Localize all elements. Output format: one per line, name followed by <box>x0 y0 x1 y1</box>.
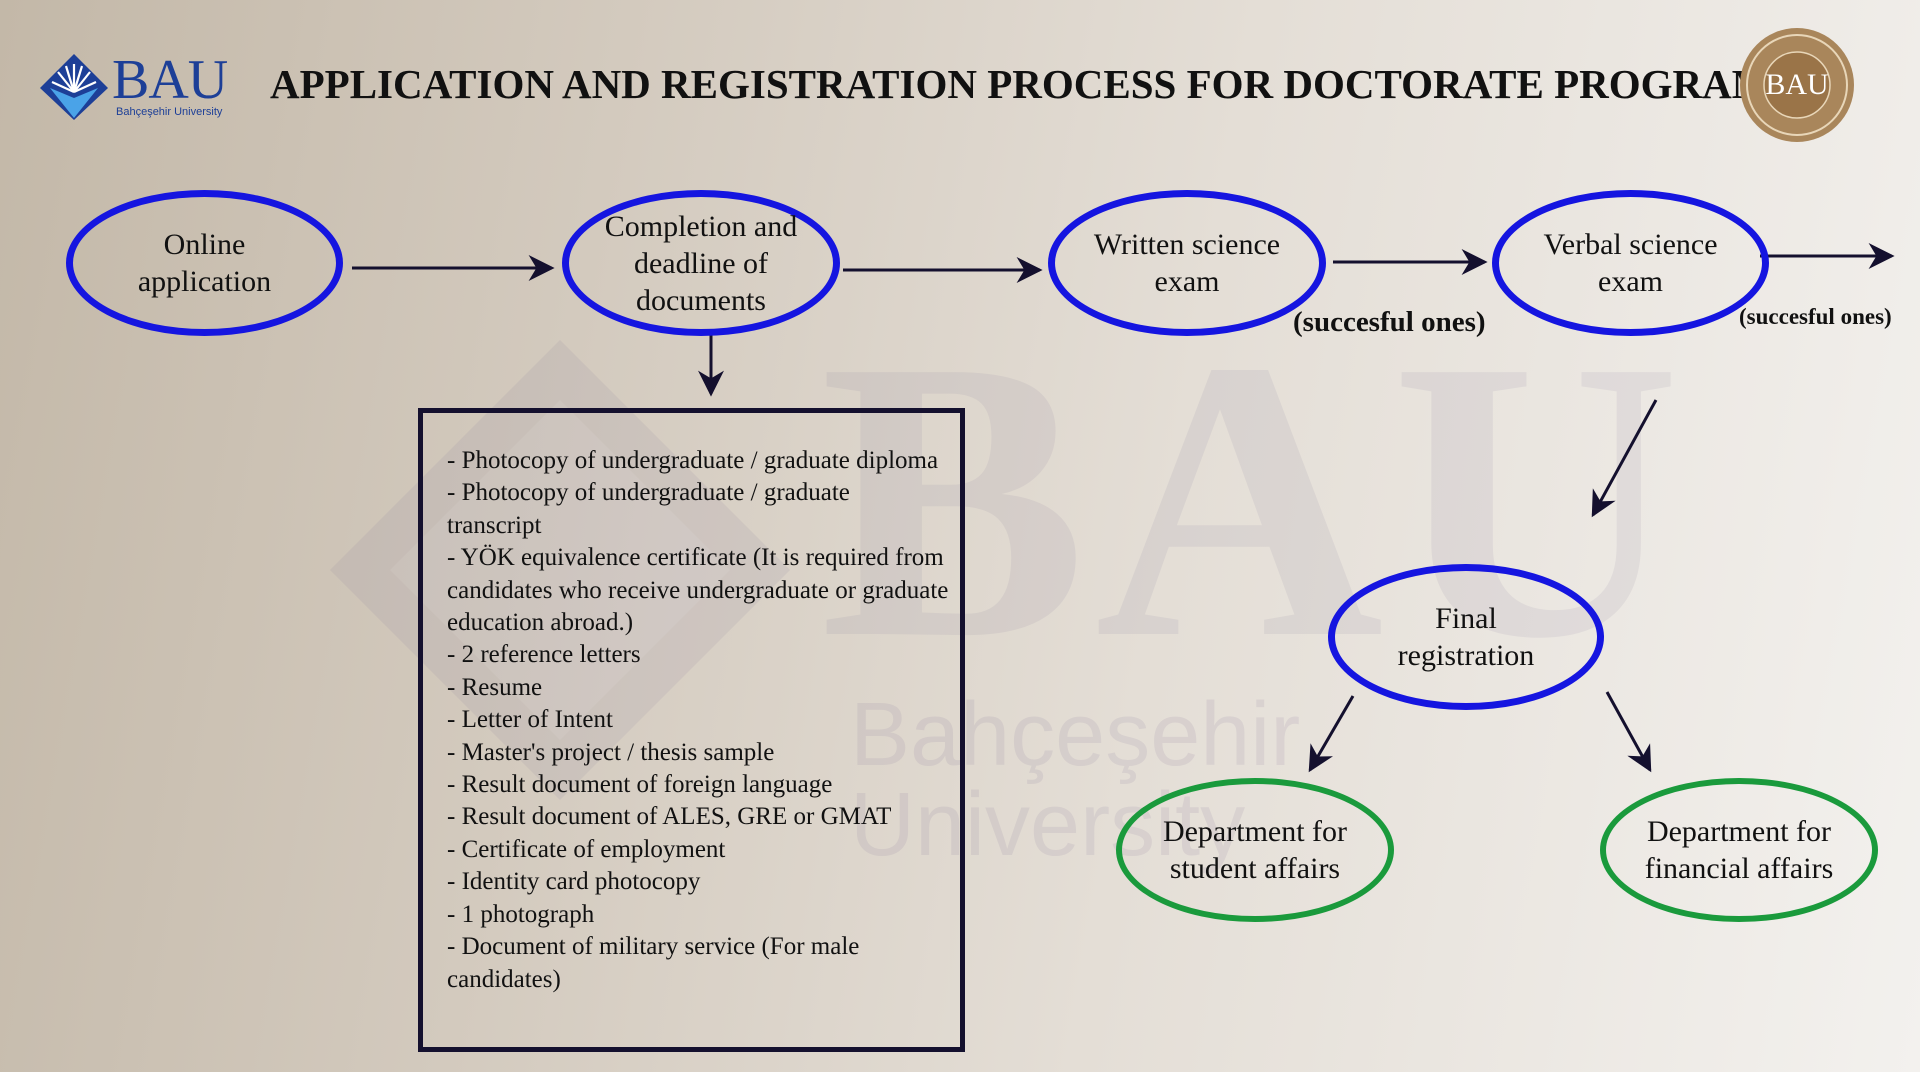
documents-list: - Photocopy of undergraduate / graduate … <box>447 445 950 996</box>
watermark-shell-icon <box>330 340 790 800</box>
document-item: - Identity card photocopy <box>447 868 701 896</box>
required-documents-box: - Photocopy of undergraduate / graduate … <box>418 408 965 1052</box>
document-item: - 2 reference letters <box>447 641 641 669</box>
label-successful-after-written: (succesful ones) <box>1293 306 1486 338</box>
bau-shell-logo-icon <box>40 54 108 120</box>
document-item: - Master's project / thesis sample <box>447 738 775 766</box>
logo-subtitle: Bahçeşehir University <box>116 106 223 118</box>
document-item: - Document of military service (For male… <box>447 933 860 993</box>
arrow-verbal-to-final <box>1591 399 1658 518</box>
document-item: - Photocopy of undergraduate / graduate … <box>447 479 850 539</box>
document-item: - Result document of foreign language <box>447 771 833 799</box>
arrow-final-to-student <box>1308 695 1355 773</box>
document-item: - Resume <box>447 673 543 701</box>
document-item: - Letter of Intent <box>447 706 613 734</box>
bau-logo: BAU Bahçeşehir University <box>38 52 238 122</box>
arrow-final-to-financial <box>1605 691 1652 773</box>
document-item: - Result document of ALES, GRE or GMAT <box>447 803 892 831</box>
logo-wordmark: BAU <box>112 49 228 111</box>
document-item: - YÖK equivalence certificate (It is req… <box>447 544 949 637</box>
document-item: - Certificate of employment <box>447 835 726 863</box>
label-successful-after-verbal: (succesful ones) <box>1739 304 1892 329</box>
university-seal: BAU <box>1738 26 1856 144</box>
university-seal-icon <box>1740 28 1854 142</box>
document-item: - 1 photograph <box>447 900 595 928</box>
document-item: - Photocopy of undergraduate / graduate … <box>447 447 939 474</box>
page-title: APPLICATION AND REGISTRATION PROCESS FOR… <box>270 61 1794 107</box>
seal-text: BAU <box>1765 68 1829 101</box>
